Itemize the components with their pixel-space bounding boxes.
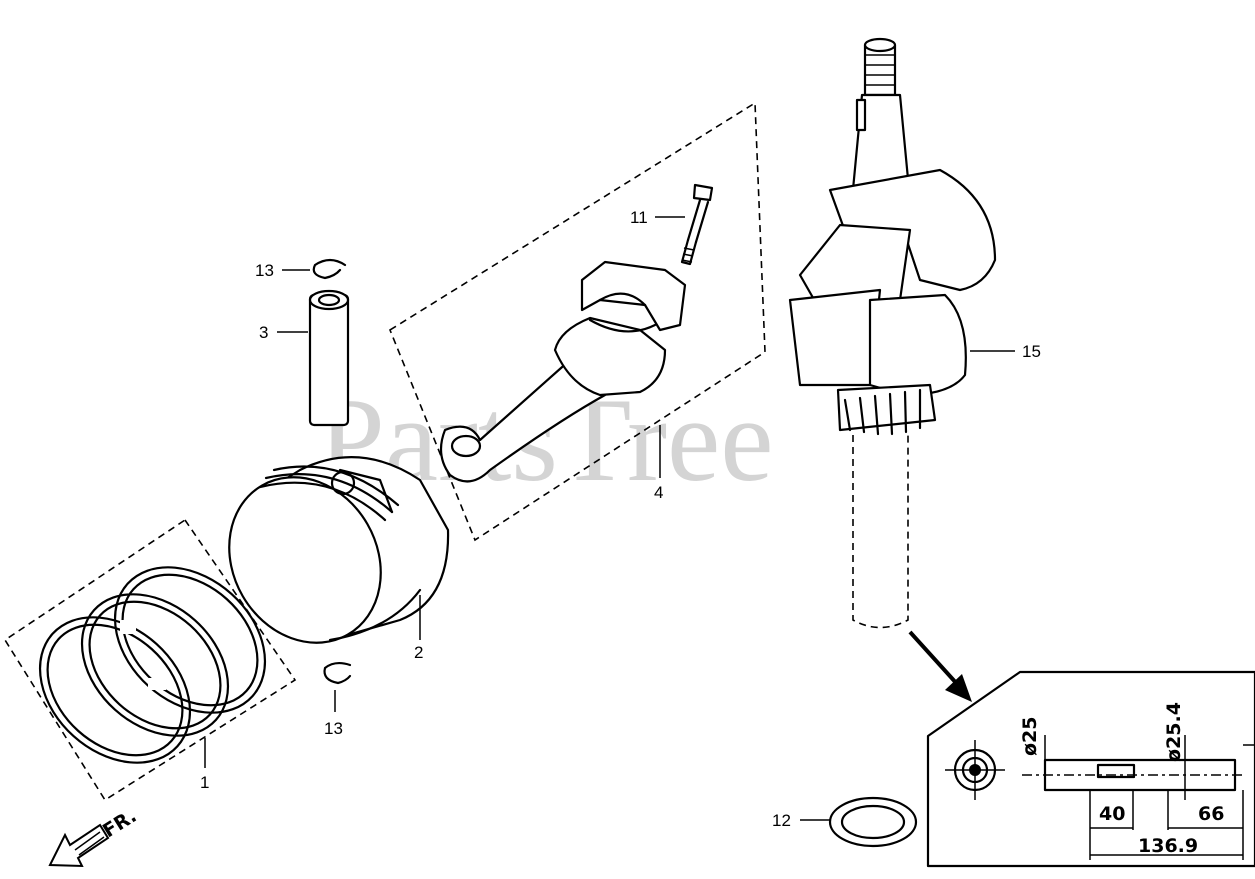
dim-diameter-a: ø25 (1019, 717, 1041, 757)
callout-2: 2 (414, 643, 423, 662)
piston[interactable] (200, 450, 450, 671)
callout-3: 3 (259, 323, 268, 342)
dim-diameter-b: ø25.4 (1163, 702, 1185, 762)
callout-leaders (204, 216, 1015, 821)
crankshaft-detail-inset: ø25 ø25.4 40 66 136.9 (926, 670, 1255, 868)
connecting-rod-group[interactable] (389, 101, 766, 542)
dim-total-length: 136.9 (1138, 835, 1198, 857)
piston-pin[interactable] (308, 289, 350, 427)
crank-spacer[interactable] (828, 796, 918, 848)
front-direction-arrow: FR. (48, 805, 140, 868)
piston-ring-3 (38, 616, 192, 764)
callout-15: 15 (1022, 342, 1041, 361)
callout-1: 1 (200, 773, 209, 792)
callout-13-bottom: 13 (324, 719, 343, 738)
dim-length-a: 40 (1099, 803, 1125, 825)
piston-ring-2 (80, 593, 230, 737)
retaining-clip-bottom[interactable] (323, 661, 352, 685)
dim-length-b: 66 (1198, 803, 1224, 825)
rod-bolt[interactable] (680, 183, 714, 266)
detail-pointer-arrow (908, 630, 972, 702)
callout-12: 12 (772, 811, 791, 830)
callout-11: 11 (630, 208, 648, 227)
piston-rings-group[interactable] (3, 518, 297, 802)
callout-13-top: 13 (255, 261, 274, 280)
callout-4: 4 (654, 483, 663, 502)
crankshaft[interactable] (788, 37, 997, 629)
retaining-clip-top[interactable] (312, 258, 347, 280)
